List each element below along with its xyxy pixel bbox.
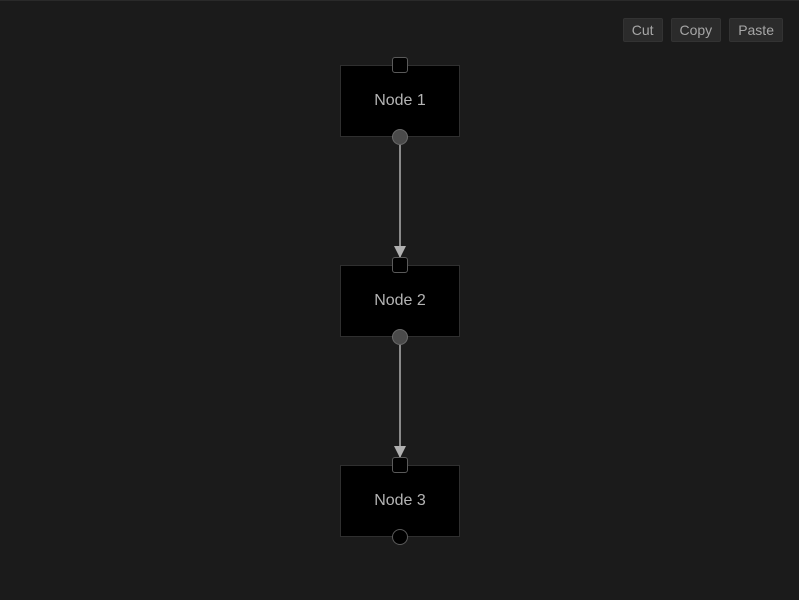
node-2[interactable]: Node 2 <box>340 257 460 345</box>
output-port[interactable] <box>392 129 408 145</box>
output-port[interactable] <box>392 529 408 545</box>
node-label: Node 3 <box>374 492 426 509</box>
edit-toolbar: Cut Copy Paste <box>622 18 783 42</box>
node-1[interactable]: Node 1 <box>340 57 460 145</box>
cut-button[interactable]: Cut <box>622 18 663 42</box>
input-port[interactable] <box>392 57 408 73</box>
node-3[interactable]: Node 3 <box>340 457 460 545</box>
input-port[interactable] <box>392 457 408 473</box>
node-label: Node 2 <box>374 292 426 309</box>
copy-button[interactable]: Copy <box>670 18 722 42</box>
node-label: Node 1 <box>374 92 426 109</box>
paste-button[interactable]: Paste <box>729 18 783 42</box>
output-port[interactable] <box>392 329 408 345</box>
input-port[interactable] <box>392 257 408 273</box>
